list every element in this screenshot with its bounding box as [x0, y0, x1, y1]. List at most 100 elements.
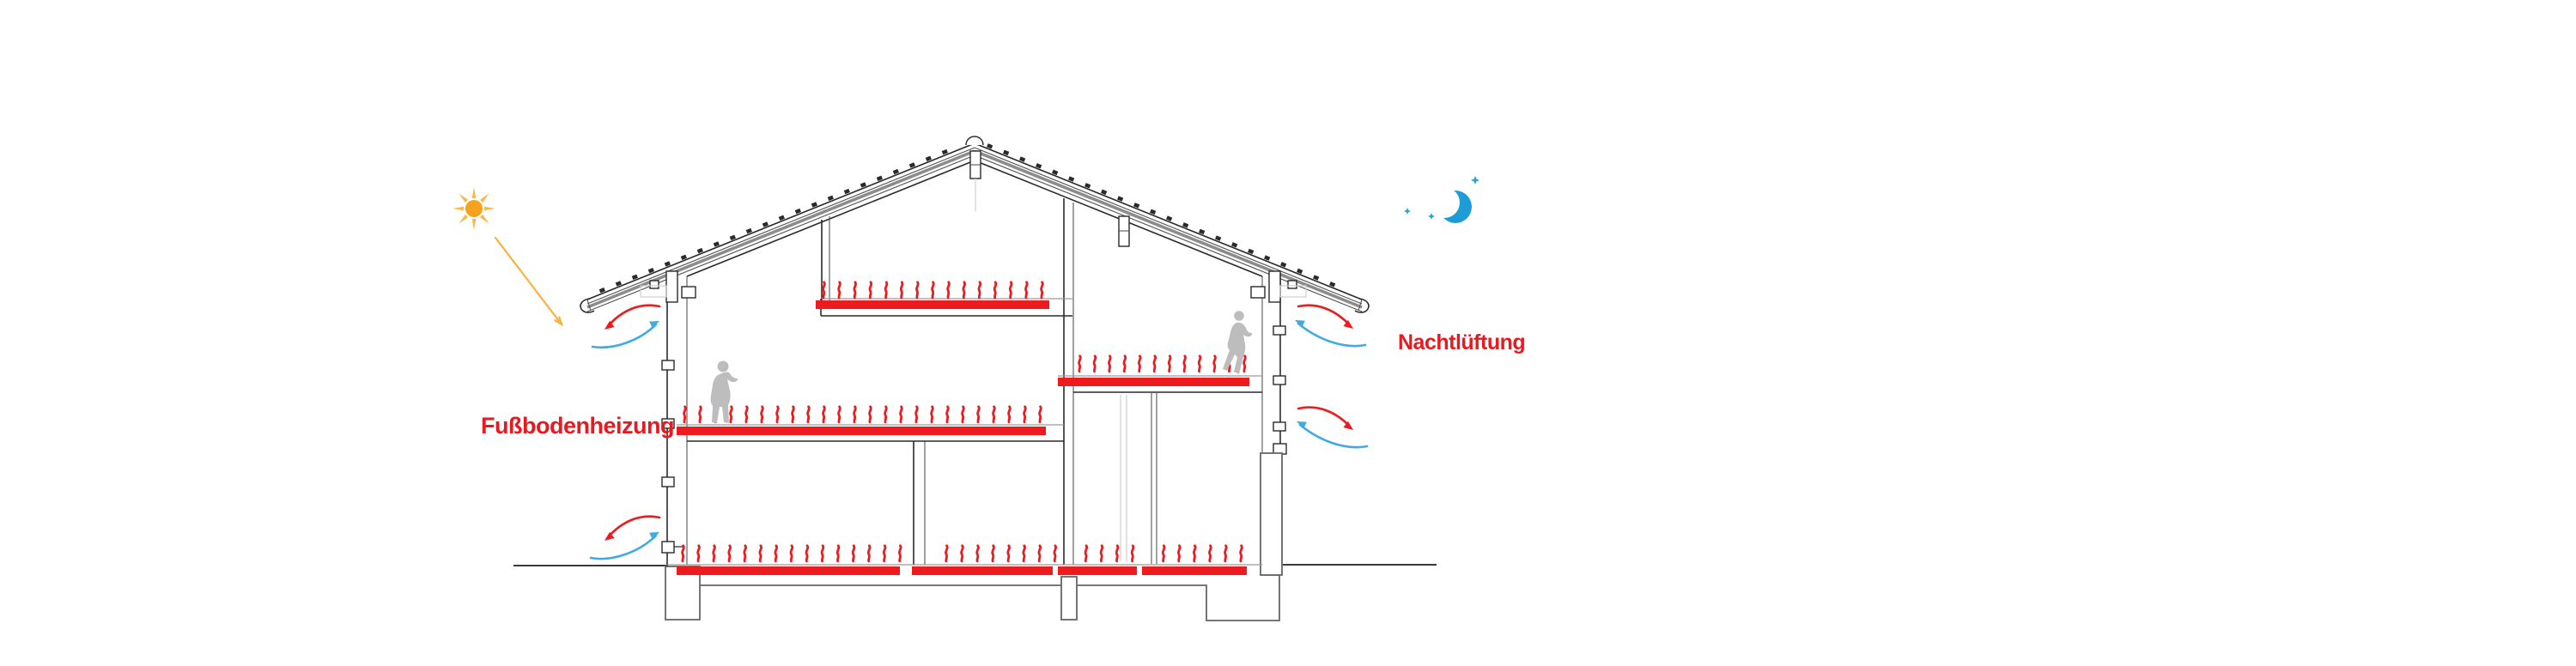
foundation	[665, 546, 1280, 621]
roof-right-sheathing-line	[974, 147, 1363, 305]
floor-heating-bar-ground-floor	[912, 566, 1053, 575]
heat-flame-icon	[775, 405, 780, 424]
heat-flame-icon	[930, 405, 934, 424]
heat-flame-icon	[976, 405, 981, 424]
warm-air-arrow	[606, 304, 661, 328]
roof-batten	[1003, 149, 1010, 156]
foundation-pier-center	[1060, 576, 1078, 621]
heat-flame-icon	[899, 405, 903, 424]
roof	[580, 136, 1370, 313]
roof-batten	[794, 208, 801, 215]
heat-flame-icon	[1006, 544, 1011, 563]
heat-flame-icon	[791, 405, 795, 424]
sun-ray	[479, 214, 489, 224]
heat-flame-icon	[1239, 544, 1243, 563]
heat-flame-icon	[1040, 281, 1044, 300]
floor-heating-bar-upper-right-room	[1058, 378, 1249, 386]
person-head	[717, 360, 729, 372]
cool-air-arrow	[591, 323, 658, 349]
fascia-right	[1358, 299, 1363, 312]
floor-heating-bar-ground-floor	[1058, 566, 1137, 575]
heat-flame-icon	[977, 281, 982, 300]
ridge-cap	[965, 136, 984, 146]
heat-flame-icon	[1007, 405, 1012, 424]
cool-air-arrow	[1297, 322, 1367, 348]
heat-flame-icon	[991, 544, 995, 563]
heat-flame-icon	[1242, 354, 1247, 373]
heat-flame-icon	[851, 544, 856, 563]
left-window-mullion	[661, 476, 675, 487]
heat-flame-icon	[820, 544, 825, 563]
roof-batten	[1166, 215, 1173, 221]
stars	[1404, 176, 1479, 220]
roof-batten	[631, 274, 638, 280]
warm-air-arrow-head	[1343, 421, 1353, 430]
walls	[640, 198, 1307, 576]
heat-flame-icon	[931, 281, 935, 300]
left-wall-base	[661, 541, 675, 554]
left-wall-head	[665, 270, 678, 303]
heat-flame-icon	[1152, 354, 1157, 373]
night-ventilation-label: Nachtlüftung	[1398, 330, 1525, 354]
heat-flame-icon	[993, 281, 998, 300]
right-plinth-wall	[1260, 452, 1283, 576]
warm-air-arrow-head	[605, 531, 615, 541]
heat-flame-icon	[1023, 405, 1027, 424]
heat-flame-icon	[945, 405, 950, 424]
heat-flame-icon	[945, 544, 949, 563]
cool-air-arrow-head	[1295, 320, 1305, 328]
heat-flame-icon	[1208, 544, 1212, 563]
heat-flame-icon	[760, 405, 764, 424]
heat-flame-icon	[744, 405, 749, 424]
heat-flame-icon	[1084, 544, 1089, 563]
roof-batten	[843, 188, 850, 195]
heat-flame-icon	[884, 281, 889, 300]
heat-flame-icon	[774, 544, 779, 563]
roof-batten	[1182, 222, 1189, 228]
roof-left-tile-line	[586, 142, 975, 300]
person-walking-silhouette	[1223, 311, 1252, 374]
person-head	[1234, 311, 1244, 321]
warm-air-arrow-head	[1343, 319, 1353, 329]
roof-batten	[827, 195, 834, 201]
sunlight-arrow-head	[554, 316, 563, 327]
left-window-mullion	[661, 360, 675, 371]
heat-flame-icon	[743, 544, 747, 563]
roof-batten	[1117, 196, 1124, 202]
sun-ray	[484, 206, 495, 211]
roof-batten	[1101, 189, 1108, 196]
heat-flame-icon	[853, 405, 857, 424]
heat-flame-icon	[1176, 544, 1182, 563]
roof-left-insulation-line	[586, 149, 975, 309]
heat-flame-icon	[1099, 544, 1104, 563]
roof-batten	[925, 155, 932, 161]
heat-flame-icon	[1115, 544, 1120, 563]
warm-air-arrow	[606, 515, 661, 539]
heat-flame-icon	[899, 281, 904, 300]
person-body	[1223, 322, 1252, 374]
roof-batten	[680, 254, 687, 260]
left-eave-bracket	[681, 286, 696, 299]
cool-air-arrow	[589, 534, 658, 560]
heat-flame-icon	[806, 405, 811, 424]
right-window-mullion	[1273, 375, 1286, 385]
heat-flame-icon	[698, 405, 702, 424]
heat-flame-icon	[946, 281, 951, 300]
roof-batten	[778, 215, 785, 221]
heat-flame-icon	[681, 544, 685, 563]
gutter-left	[580, 298, 595, 313]
figures	[710, 311, 1252, 423]
heat-flame-icon	[882, 544, 887, 563]
heat-flame-icon	[1037, 544, 1042, 563]
cool-air-arrow-head	[649, 532, 659, 540]
roof-batten	[664, 261, 671, 267]
heat-flame-icon	[961, 405, 965, 424]
heat-flame-icon	[837, 405, 841, 424]
star-icon	[1404, 208, 1411, 215]
heat-flame-icon	[1161, 544, 1166, 563]
heat-flame-icon	[853, 281, 858, 300]
right-wall-head	[1268, 270, 1281, 303]
heat-flame-icon	[960, 544, 964, 563]
roof-batten	[762, 221, 769, 227]
